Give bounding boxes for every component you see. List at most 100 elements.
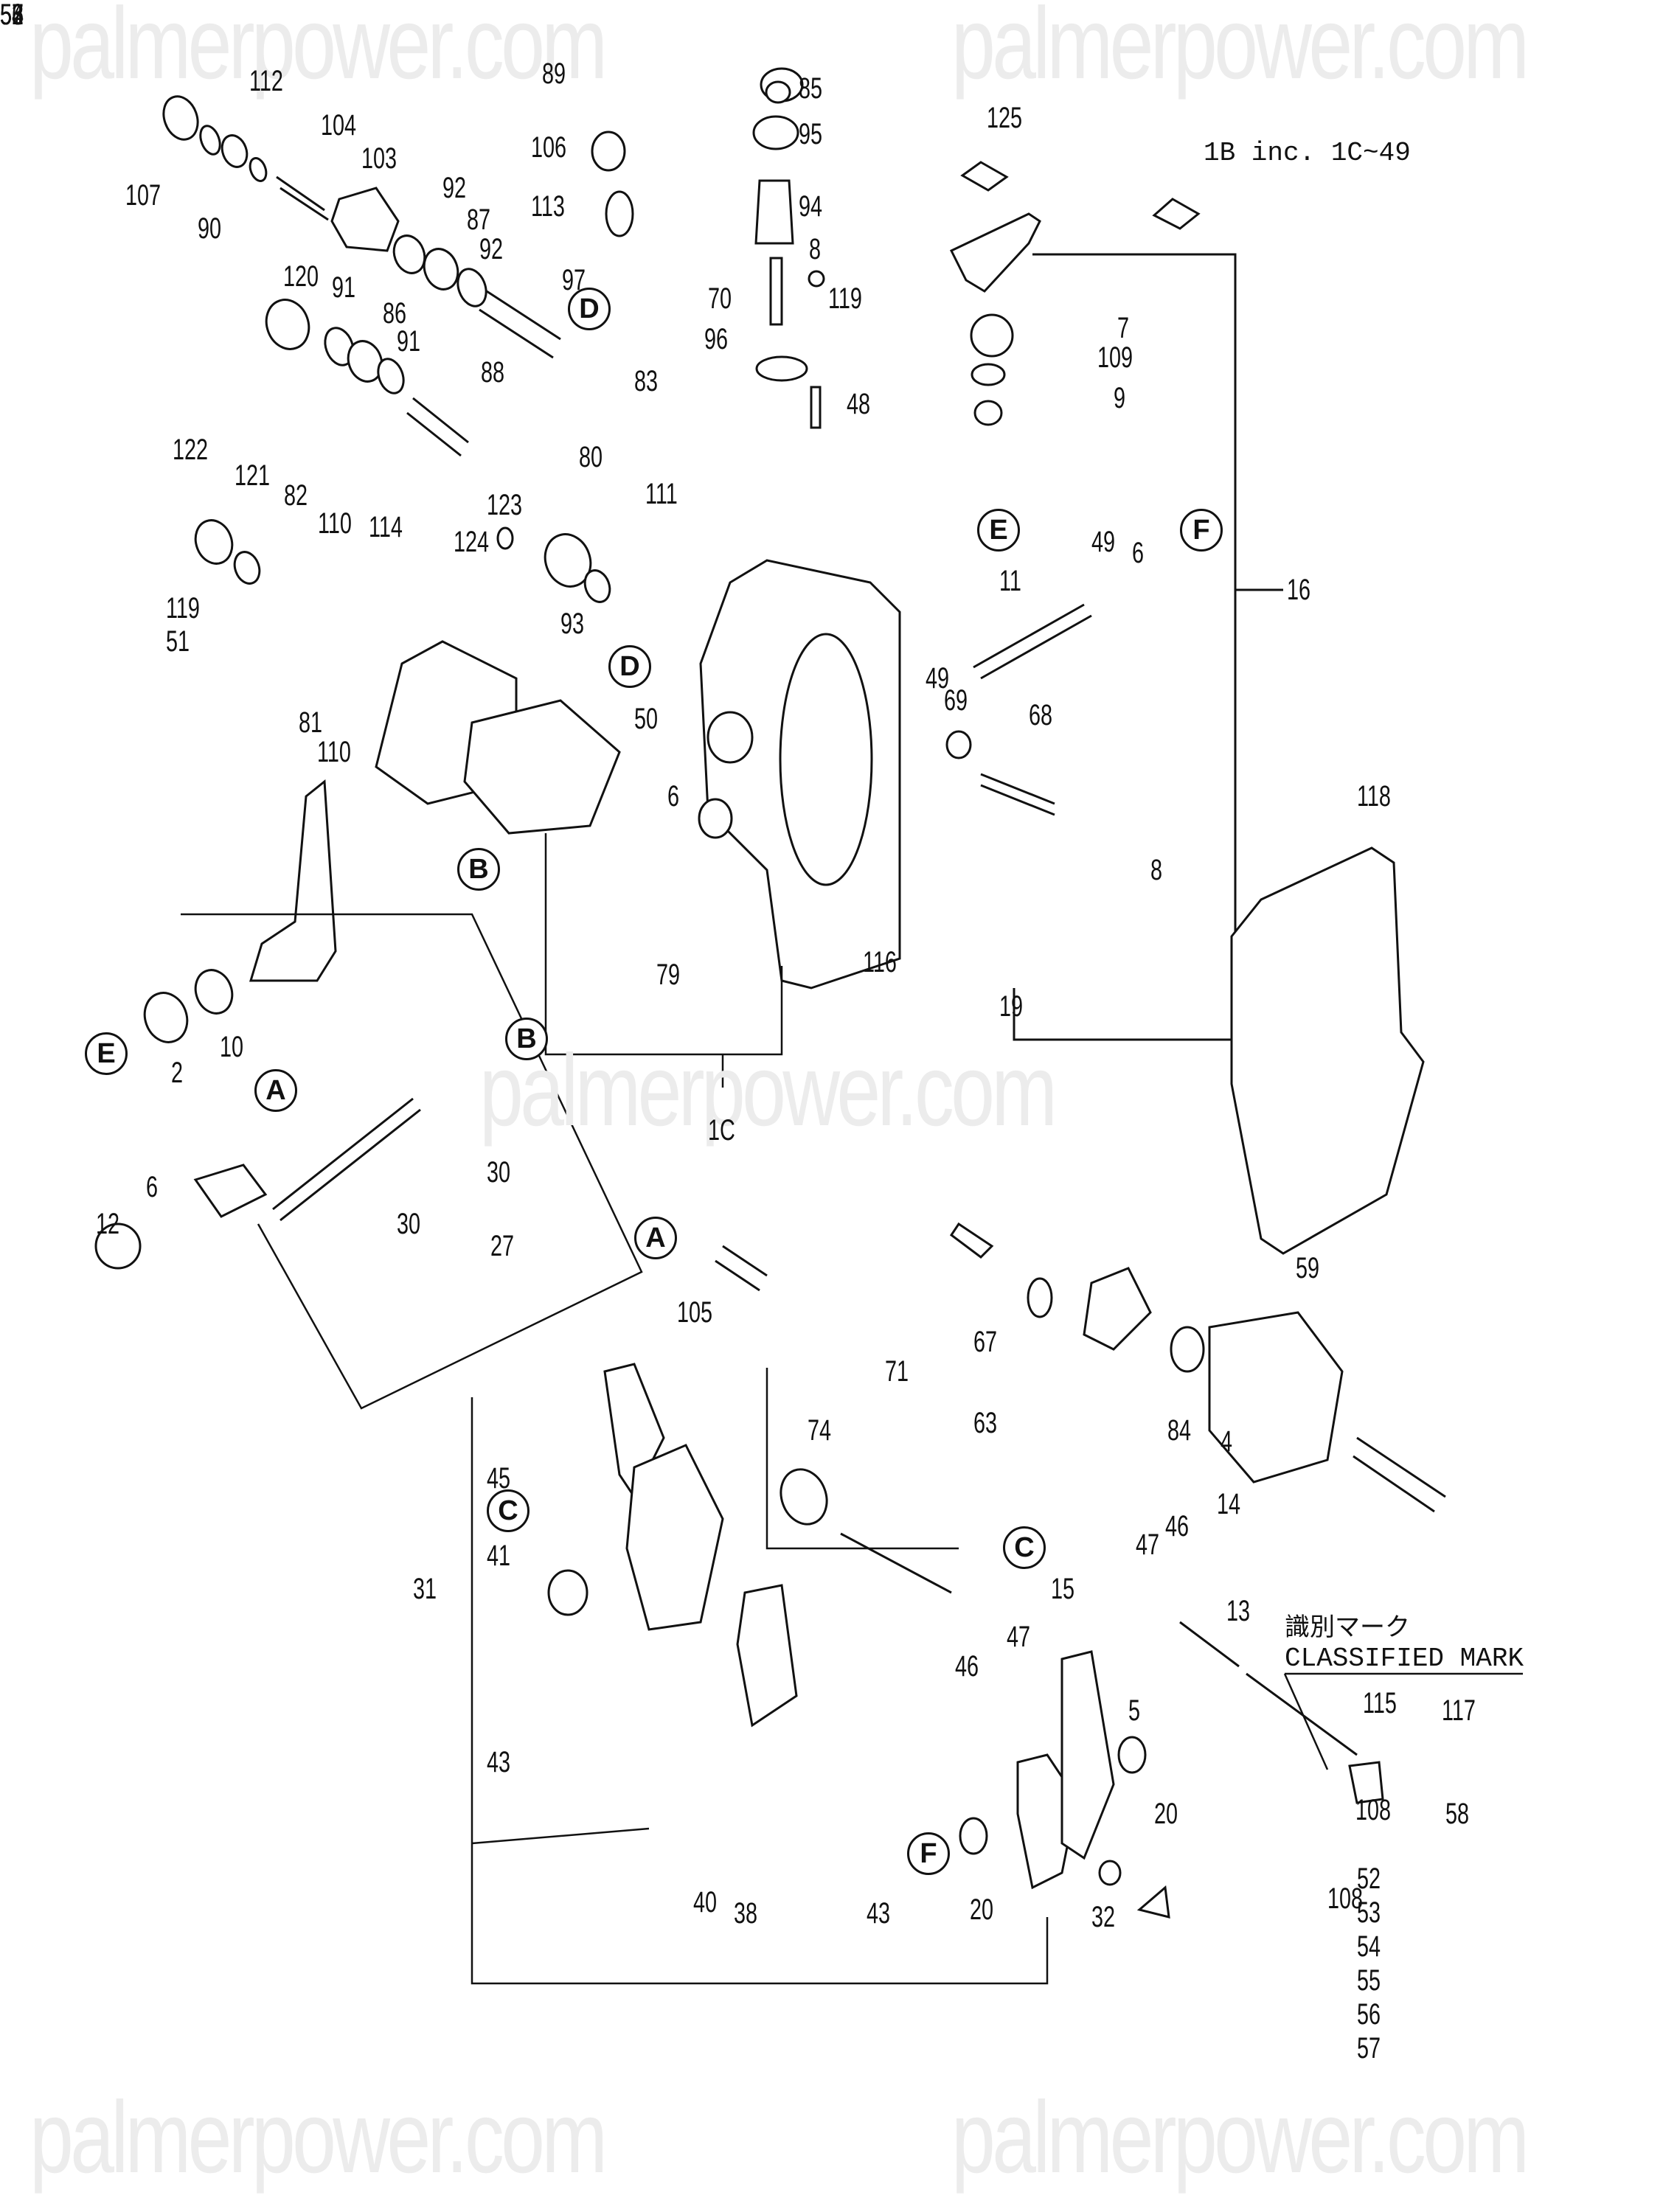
stud-104 (276, 175, 329, 221)
link-13-115 (1179, 1621, 1358, 1756)
part-label-stack: 53 (1357, 1896, 1381, 1929)
reference-circle-e: E (977, 509, 1020, 552)
part-label: 67 (973, 1326, 998, 1358)
reference-circle-f: F (1180, 509, 1223, 552)
spring-105 (715, 1245, 768, 1292)
part-label: 49 (926, 662, 950, 695)
part-label: 84 (1167, 1414, 1192, 1447)
bolt-32 (1098, 1860, 1122, 1886)
nut-112 (221, 134, 249, 168)
part-label: 82 (284, 479, 308, 512)
part-label: 14 (1217, 1488, 1241, 1520)
tag-125 (960, 161, 1009, 192)
reference-circle-b: B (505, 1018, 548, 1060)
part-label: 107 (125, 179, 162, 212)
part-label: 40 (693, 1886, 718, 1919)
part-label: 2 (171, 1057, 184, 1089)
part-label: 43 (487, 1746, 511, 1778)
washer-109 (971, 363, 1006, 386)
gasket-118 (1230, 846, 1425, 1255)
reference-circle-c: C (1003, 1526, 1046, 1569)
plug-122 (194, 519, 234, 565)
part-label: 43 (867, 1897, 891, 1930)
part-label: 4 (1221, 1425, 1233, 1458)
classified-mark-japanese: 識別マーク (1285, 1613, 1410, 1642)
reference-circle-d: D (608, 645, 651, 688)
part-label: 86 (383, 297, 407, 330)
part-label: 47 (1136, 1528, 1160, 1561)
part-label: 12 (96, 1208, 120, 1240)
bracket-left (181, 913, 643, 1410)
part-label: 81 (299, 706, 323, 739)
part-label: 71 (885, 1355, 909, 1388)
ring-67 (1027, 1277, 1053, 1318)
part-label: 6 (146, 1171, 159, 1203)
part-label: 48 (847, 388, 871, 420)
nut-84 (1170, 1326, 1205, 1373)
part-label: 13 (1226, 1595, 1251, 1627)
part-label: 80 (579, 441, 603, 473)
assembly-note: 1B inc. 1C~49 (1204, 138, 1411, 168)
washer-90b (249, 157, 268, 182)
part-label: 53 (0, 0, 24, 31)
part-label-stack: 57 (1357, 2032, 1381, 2065)
nut-106 (591, 131, 626, 172)
reference-circle-a: A (634, 1217, 677, 1259)
part-label: 108 (1355, 1794, 1392, 1826)
part-label: 8 (809, 233, 822, 265)
part-label: 104 (321, 109, 357, 142)
part-label: 93 (560, 608, 585, 640)
washer-91 (324, 327, 355, 366)
shaft-11 (973, 603, 1092, 680)
governor-weight-59 (1208, 1311, 1344, 1484)
part-label: 63 (973, 1407, 998, 1439)
stud-70 (769, 257, 783, 326)
part-label: 58 (1445, 1798, 1470, 1830)
cap-12 (94, 1222, 142, 1270)
part-label: 91 (332, 271, 356, 304)
part-label: 92 (442, 172, 467, 204)
part-label: 6 (667, 780, 680, 813)
part-label: 52 (0, 0, 24, 31)
reference-circle-a: A (254, 1069, 297, 1112)
washer-8 (808, 270, 825, 288)
triangle-arrow-1B (1152, 198, 1201, 230)
part-label: 109 (1097, 341, 1133, 374)
part-label: 85 (799, 72, 823, 105)
gasket-50 (463, 699, 621, 835)
shaft-59 (1353, 1436, 1446, 1513)
part-label: 59 (1296, 1252, 1320, 1284)
part-label: 74 (808, 1414, 832, 1447)
part-label: 10 (220, 1031, 244, 1063)
part-label: 57 (0, 0, 24, 31)
part-label: 45 (487, 1462, 511, 1495)
part-label: 108 (1327, 1882, 1364, 1915)
part-label: 46 (1165, 1510, 1190, 1543)
bush-31 (547, 1569, 588, 1616)
part-label: 32 (1091, 1901, 1116, 1933)
part-label: 50 (634, 703, 659, 735)
pin-48 (810, 386, 822, 429)
part-label: 30 (397, 1208, 421, 1240)
part-label: 120 (283, 260, 319, 293)
part-label: 114 (369, 511, 403, 543)
part-label: 15 (1051, 1573, 1075, 1605)
bearing-10 (194, 969, 234, 1015)
oring-124 (496, 526, 514, 550)
part-label: 1C (708, 1114, 735, 1147)
part-label: 96 (704, 323, 729, 355)
part-label: 38 (734, 1897, 758, 1930)
watermark: palmerpower.com (479, 1034, 1058, 1147)
reference-circle-d: D (568, 288, 611, 330)
leader-43 (471, 1827, 650, 1845)
part-label: 69 (944, 684, 968, 717)
bore-housing (706, 711, 754, 764)
spring-7 (970, 313, 1014, 358)
part-label: 47 (1007, 1621, 1031, 1653)
watermark: palmerpower.com (29, 0, 608, 100)
washer-91b (377, 358, 405, 394)
bracket-1C (544, 833, 783, 1056)
part-label: 68 (1029, 699, 1053, 731)
part-label: 122 (173, 434, 209, 466)
